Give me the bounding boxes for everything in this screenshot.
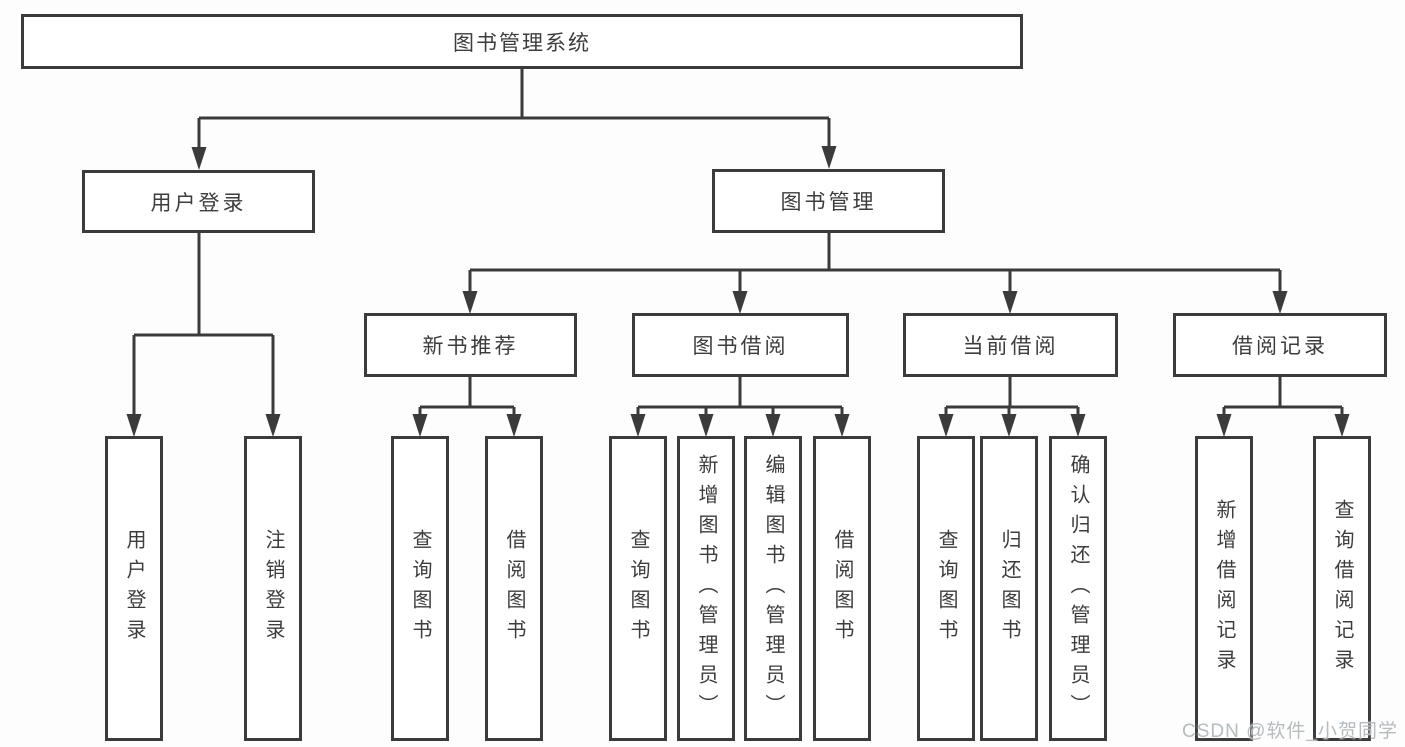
node-label: 查询图书 — [627, 528, 649, 649]
arrow-icon — [765, 414, 781, 437]
node-label: 用户登录 — [150, 191, 247, 215]
node-label: 借阅图书 — [503, 528, 525, 649]
node-label: 查询图书 — [935, 528, 957, 649]
leaf-query-books-borrowing: 查询图书 — [609, 436, 667, 741]
node-label: 借阅图书 — [831, 528, 853, 649]
arrow-icon — [1272, 291, 1288, 314]
leaf-borrow-books-recommend: 借阅图书 — [485, 436, 543, 741]
arrow-icon — [630, 414, 646, 437]
arrow-icon — [265, 414, 281, 437]
arrow-icon — [1334, 414, 1350, 437]
connector-book-borrowing-children — [636, 377, 844, 420]
connector-borrowing-records-children — [1222, 377, 1344, 420]
arrow-icon — [191, 147, 207, 170]
leaf-query-borrow-record: 查询借阅记录 — [1313, 436, 1371, 741]
leaf-user-login: 用户登录 — [105, 436, 163, 741]
node-label: 图书借阅 — [692, 335, 789, 358]
node-label: 查询借阅记录 — [1331, 498, 1353, 679]
arrow-icon — [698, 414, 714, 437]
node-label: 编辑图书（管理员） — [762, 453, 784, 724]
connector-root-to-level2 — [197, 69, 831, 152]
connector-new-book-recommendation-children — [418, 377, 516, 420]
arrow-icon — [412, 414, 428, 437]
node-label: 确认归还（管理员） — [1067, 453, 1089, 724]
leaf-return-books: 归还图书 — [980, 436, 1038, 741]
node-borrowing-records: 借阅记录 — [1173, 313, 1387, 377]
arrow-icon — [834, 414, 850, 437]
arrow-icon — [1070, 414, 1086, 437]
arrow-icon — [938, 414, 954, 437]
leaf-query-books-recommend: 查询图书 — [391, 436, 449, 741]
node-user-login: 用户登录 — [82, 170, 315, 233]
arrow-icon — [821, 146, 837, 169]
leaf-edit-books-admin: 编辑图书（管理员） — [744, 436, 802, 741]
leaf-query-books-current: 查询图书 — [917, 436, 975, 741]
node-label: 当前借阅 — [962, 335, 1059, 358]
node-label: 归还图书 — [998, 528, 1020, 649]
arrowheads — [126, 146, 1350, 437]
leaf-add-borrow-record: 新增借阅记录 — [1195, 436, 1253, 741]
node-label: 查询图书 — [409, 528, 431, 649]
node-label: 注销登录 — [262, 528, 284, 649]
leaf-add-books-admin: 新增图书（管理员） — [677, 436, 735, 741]
arrow-icon — [1001, 414, 1017, 437]
node-label: 用户登录 — [123, 528, 145, 649]
arrow-icon — [1002, 291, 1018, 314]
connector-user-login-children — [132, 233, 275, 420]
connector-book-management-children — [468, 233, 1282, 296]
node-label: 新书推荐 — [422, 335, 519, 358]
node-library-management-system: 图书管理系统 — [21, 14, 1023, 69]
node-book-management: 图书管理 — [712, 169, 945, 233]
node-label: 新增图书（管理员） — [695, 453, 717, 724]
node-label: 图书管理系统 — [453, 31, 591, 55]
leaf-confirm-return-admin: 确认归还（管理员） — [1049, 436, 1107, 741]
connector-current-borrowing-children — [944, 377, 1080, 420]
leaf-logout-login: 注销登录 — [244, 436, 302, 741]
arrow-icon — [732, 291, 748, 314]
arrow-icon — [1216, 414, 1232, 437]
arrow-icon — [506, 414, 522, 437]
node-book-borrowing: 图书借阅 — [632, 313, 849, 377]
node-label: 新增借阅记录 — [1213, 498, 1235, 679]
node-label: 图书管理 — [780, 191, 877, 214]
node-label: 借阅记录 — [1232, 335, 1328, 358]
arrow-icon — [462, 291, 478, 314]
node-new-book-recommendation: 新书推荐 — [364, 313, 577, 377]
leaf-borrow-books-borrowing: 借阅图书 — [813, 436, 871, 741]
arrow-icon — [126, 414, 142, 437]
node-current-borrowing: 当前借阅 — [903, 313, 1118, 377]
